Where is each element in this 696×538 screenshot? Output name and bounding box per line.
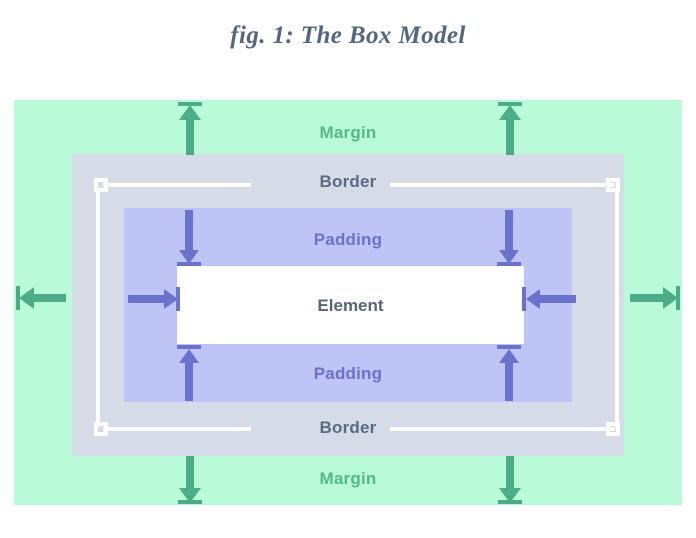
resize-handle-icon[interactable] — [606, 422, 620, 436]
border-label-top: Border — [14, 172, 682, 192]
border-guide-line-bottom — [103, 427, 251, 431]
border-guide-line-top — [367, 183, 615, 187]
border-label-bottom: Border — [14, 418, 682, 438]
resize-handle-icon[interactable] — [94, 422, 108, 436]
box-model-diagram: Margin Border Padding Element Padding Bo… — [14, 100, 682, 505]
padding-label-top: Padding — [313, 230, 383, 249]
resize-handle-icon[interactable] — [606, 178, 620, 192]
resize-handle-icon[interactable] — [94, 178, 108, 192]
page-title: fig. 1: The Box Model — [230, 22, 466, 49]
element-label: Element — [317, 296, 384, 315]
border-guide-line-right — [615, 190, 619, 427]
border-guide-line-bottom — [367, 427, 615, 431]
margin-label-bottom: Margin — [319, 469, 377, 488]
padding-label-bottom: Padding — [313, 364, 383, 383]
margin-label-top: Margin — [319, 123, 377, 142]
element-layer — [177, 266, 524, 344]
border-guide-line-left — [96, 190, 100, 427]
border-guide-line-top — [103, 183, 251, 187]
